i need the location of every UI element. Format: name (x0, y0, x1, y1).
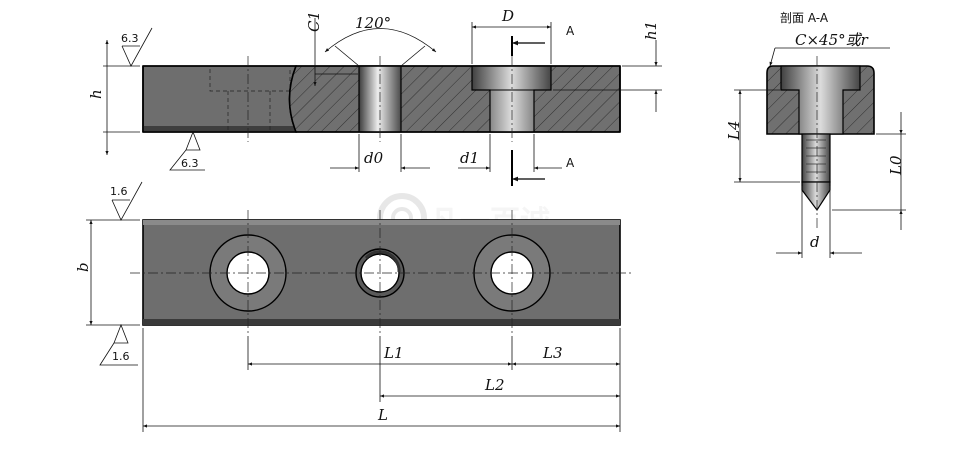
plan-view (130, 210, 632, 336)
dim-h1: h1 (553, 21, 662, 112)
dim-d1: d1 (458, 134, 562, 172)
label-A-bottom: A (566, 156, 575, 170)
roughness-value: 1.6 (112, 350, 130, 363)
section-mark-bottom: A (511, 150, 575, 186)
dim-c1: C1 (305, 11, 358, 86)
label-L: L (377, 406, 388, 424)
label-d1: d1 (460, 149, 479, 167)
roughness-value: 6.3 (181, 157, 199, 170)
label-D: D (501, 7, 514, 25)
dim-h: h (87, 40, 140, 155)
label-h: h (87, 89, 105, 99)
section-mark-top: A (511, 24, 575, 56)
front-view (142, 56, 621, 142)
label-c1: C1 (305, 11, 323, 32)
dim-L0: L0 (832, 112, 906, 230)
label-L3: L3 (542, 344, 563, 362)
label-angle: 120° (355, 14, 391, 32)
label-L2: L2 (484, 376, 505, 394)
dim-b: b (74, 219, 140, 326)
label-b: b (74, 262, 92, 272)
dim-d: d (776, 186, 862, 258)
dim-angle: 120° (324, 14, 437, 67)
roughness-bottom-front: 6.3 (169, 130, 205, 171)
dim-d0: d0 (330, 134, 430, 172)
label-h1: h1 (642, 21, 660, 40)
label-L0: L0 (887, 155, 905, 176)
dim-D: D (471, 7, 552, 64)
label-L1: L1 (383, 344, 404, 362)
section-aa: 剖面 A-A C×45°或r (766, 11, 890, 230)
chamfer-note: C×45°或r (795, 31, 869, 49)
dim-L-group: L1 L3 L2 L (142, 328, 621, 432)
roughness-bottom-plan: 1.6 (99, 323, 138, 366)
label-d0: d0 (364, 149, 384, 167)
roughness-value: 6.3 (121, 32, 139, 45)
section-title: 剖面 A-A (780, 11, 829, 25)
roughness-top-front: 6.3 (121, 27, 153, 67)
label-d: d (810, 233, 820, 251)
dim-L4: L4 (725, 89, 800, 183)
roughness-top-plan: 1.6 (110, 181, 143, 221)
roughness-value: 1.6 (110, 185, 128, 198)
label-L4: L4 (725, 120, 743, 141)
label-A-top: A (566, 24, 575, 38)
